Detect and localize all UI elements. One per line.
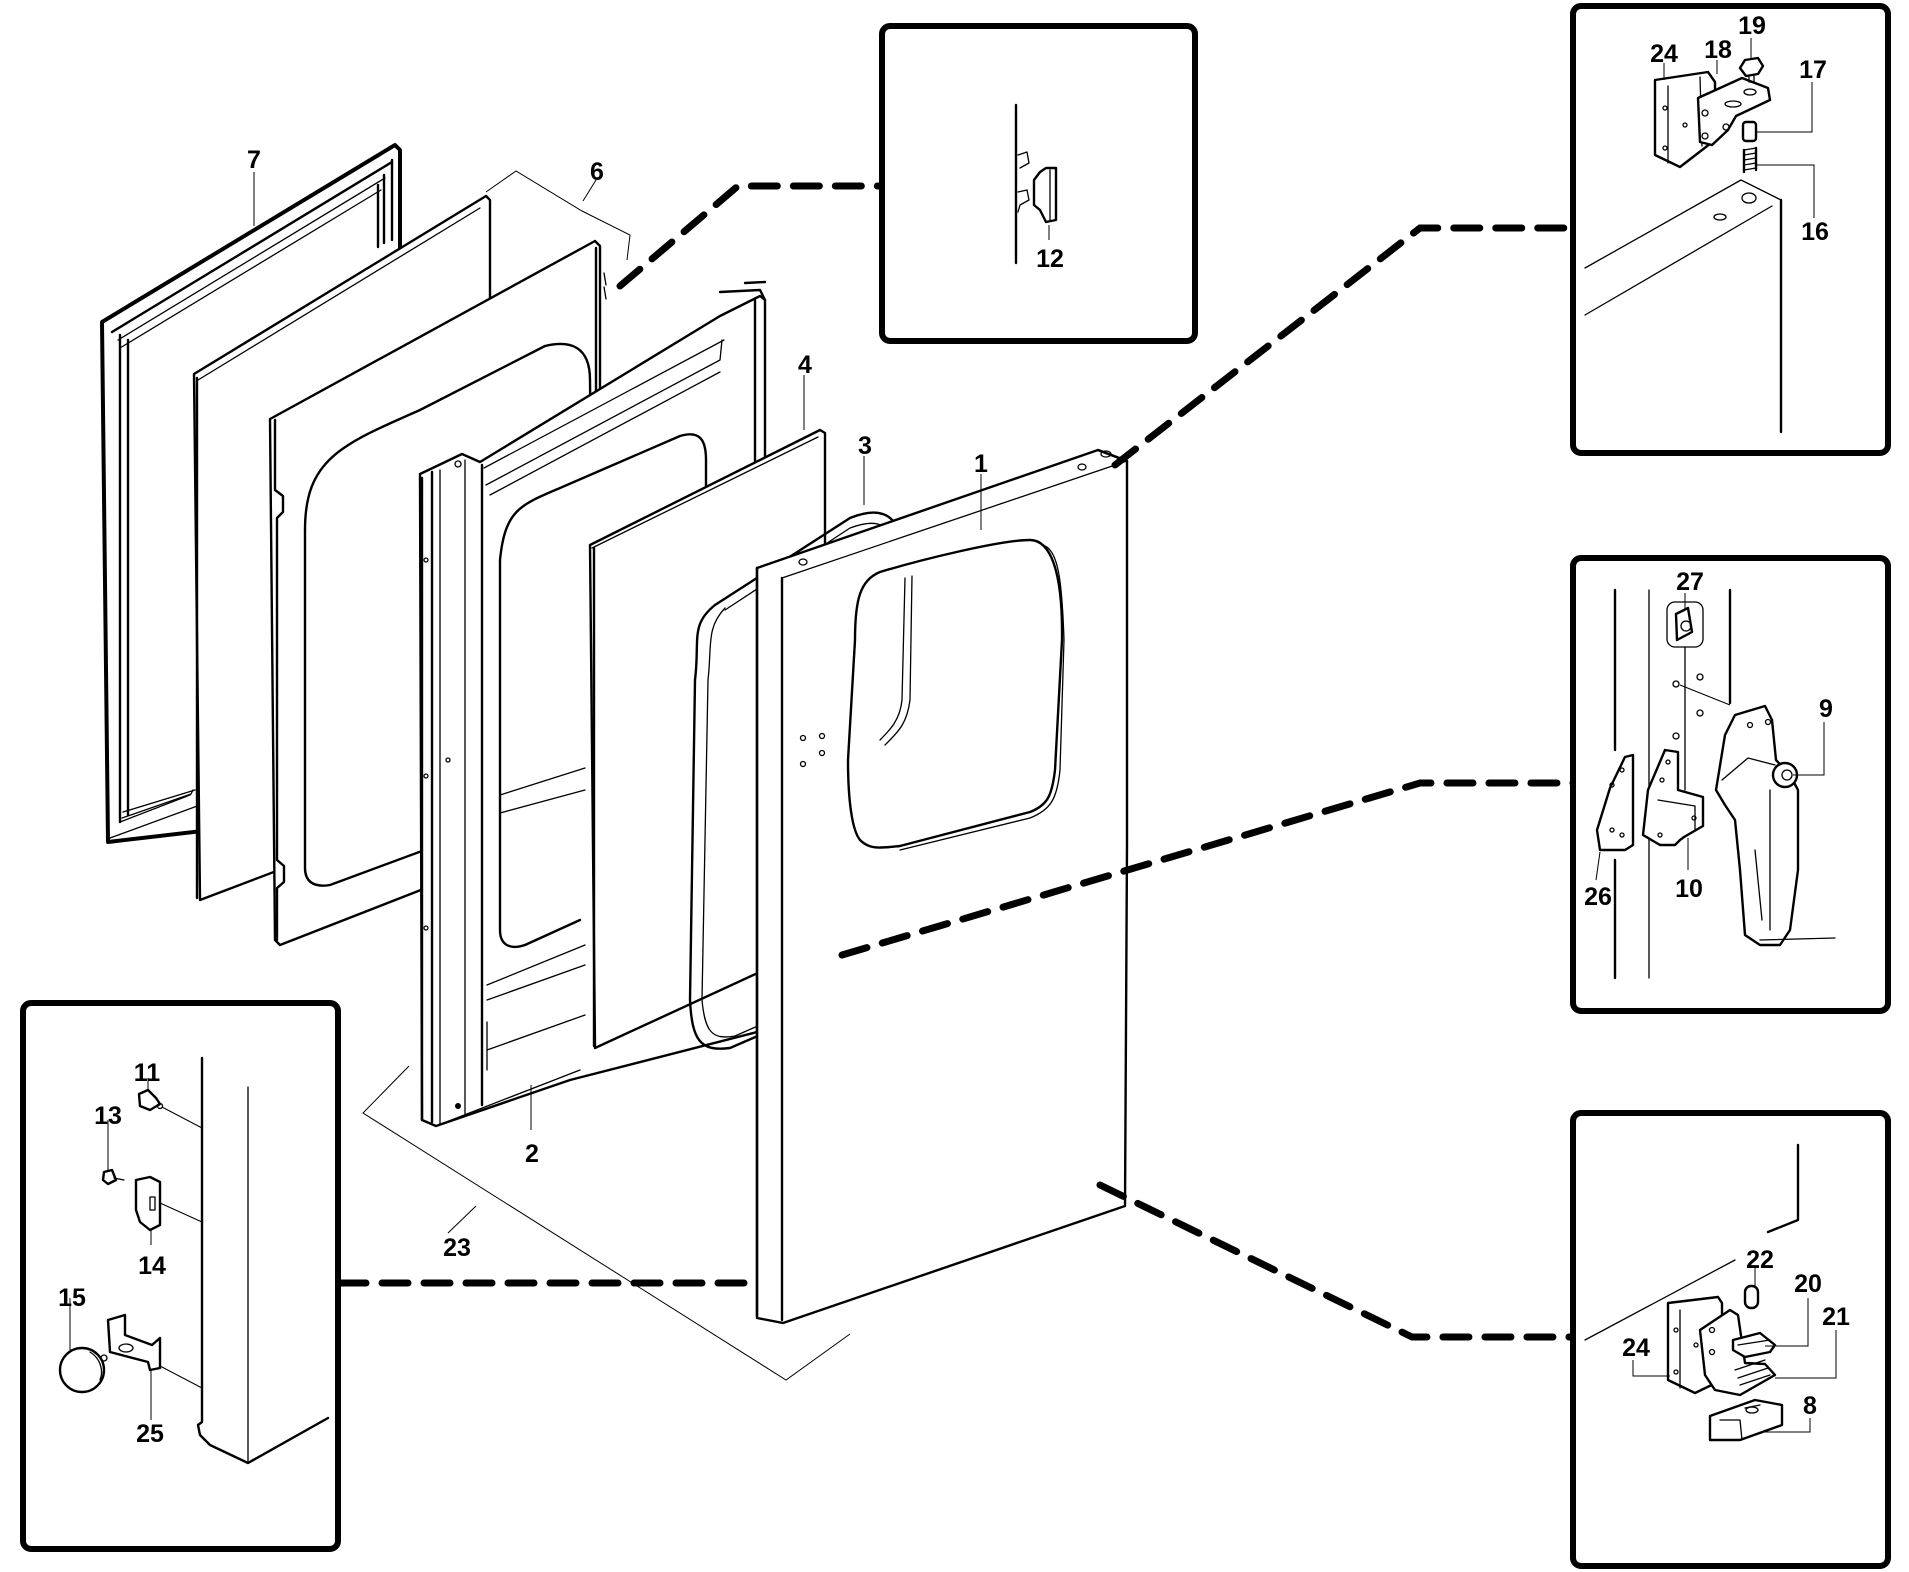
label-part-1: 1 bbox=[974, 450, 988, 478]
part-1-door-panel bbox=[755, 448, 1129, 1325]
connector-bottom-right bbox=[1096, 1181, 1577, 1341]
label-part-7: 7 bbox=[247, 146, 261, 174]
label-part-11: 11 bbox=[134, 1059, 161, 1087]
label-part-21: 21 bbox=[1822, 1303, 1850, 1331]
label-part-13: 13 bbox=[94, 1102, 122, 1130]
label-part-24-bottom: 24 bbox=[1622, 1334, 1650, 1362]
label-part-26: 26 bbox=[1584, 883, 1612, 911]
detail-box-top-center: 12 bbox=[879, 23, 1198, 344]
part-23-bracket bbox=[362, 1065, 851, 1381]
leader-lines bbox=[253, 172, 982, 1234]
connector-middle-right bbox=[838, 779, 1577, 959]
label-part-8: 8 bbox=[1803, 1392, 1817, 1420]
label-part-15: 15 bbox=[58, 1284, 86, 1312]
detail-box-middle-right: 27 9 26 10 bbox=[1570, 555, 1891, 1014]
label-part-24-top: 24 bbox=[1650, 40, 1678, 68]
label-part-16: 16 bbox=[1801, 218, 1829, 246]
connector-top-right bbox=[1111, 224, 1577, 469]
connector-top-center bbox=[616, 182, 884, 290]
label-part-23: 23 bbox=[443, 1234, 471, 1262]
label-part-3: 3 bbox=[858, 432, 872, 460]
label-part-17: 17 bbox=[1799, 56, 1827, 84]
detail-box-bottom-right: 22 20 21 24 8 bbox=[1570, 1110, 1891, 1569]
label-part-12: 12 bbox=[1036, 245, 1064, 273]
part-6-bracket bbox=[485, 170, 631, 261]
label-part-22: 22 bbox=[1746, 1246, 1774, 1274]
label-part-10: 10 bbox=[1675, 875, 1703, 903]
label-part-6: 6 bbox=[590, 158, 604, 186]
label-part-20: 20 bbox=[1794, 1270, 1822, 1298]
detail-box-bottom-left: 11 13 14 15 25 bbox=[20, 1000, 341, 1552]
label-part-19: 19 bbox=[1738, 12, 1766, 40]
detail-box-top-right: 24 18 19 17 16 bbox=[1570, 3, 1891, 456]
label-part-25: 25 bbox=[136, 1420, 164, 1448]
label-part-9: 9 bbox=[1819, 695, 1833, 723]
label-part-27: 27 bbox=[1676, 568, 1704, 596]
label-part-14: 14 bbox=[138, 1252, 166, 1280]
label-part-4: 4 bbox=[798, 351, 812, 379]
connector-lines bbox=[336, 182, 1577, 1341]
label-part-18: 18 bbox=[1704, 36, 1732, 64]
label-part-2: 2 bbox=[525, 1140, 539, 1168]
